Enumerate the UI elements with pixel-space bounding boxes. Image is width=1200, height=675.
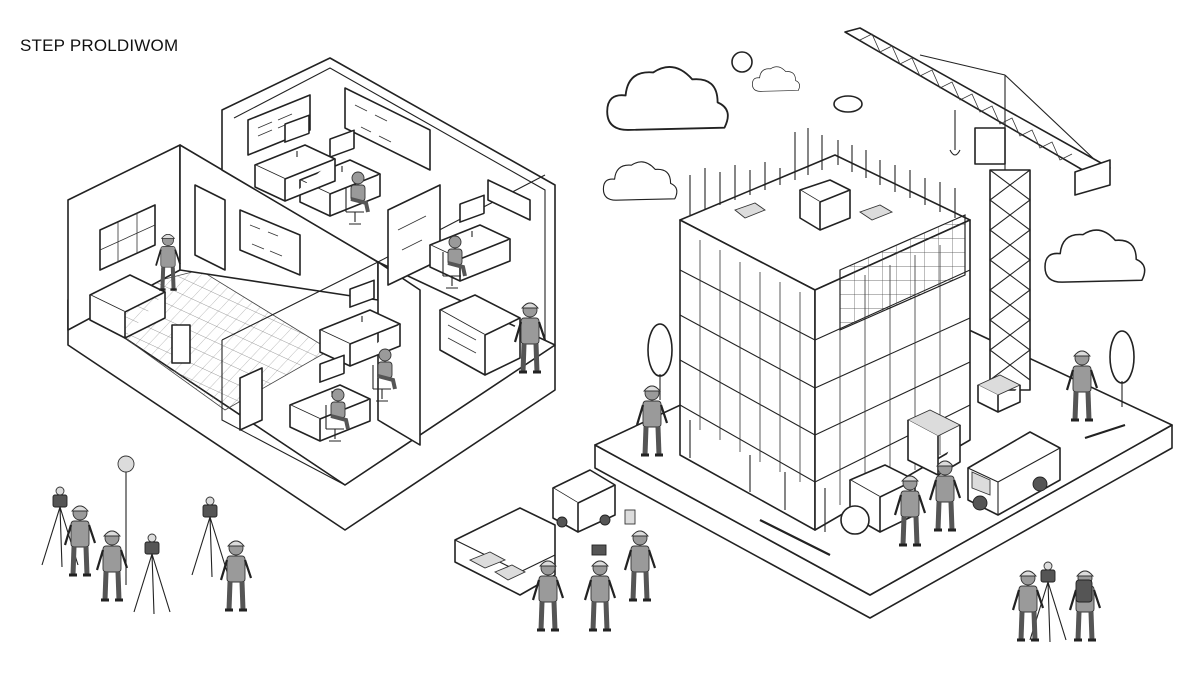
cloud-group — [602, 51, 1146, 283]
office-cutaway-illustration — [67, 57, 556, 531]
tree-icon — [1109, 330, 1135, 408]
tower-crane-icon — [844, 27, 1111, 413]
page-title: STEP PROLDIWOM — [20, 36, 179, 55]
survey-team-illustration — [41, 455, 251, 615]
cloud-icon — [606, 66, 729, 131]
cloud-icon — [1044, 229, 1146, 283]
construction-site-illustration — [594, 27, 1173, 619]
survey-pair-illustration — [1013, 561, 1100, 643]
van-icon — [967, 431, 1061, 516]
cloud-icon — [752, 66, 800, 92]
gps-antenna-icon — [117, 455, 135, 473]
site-inspection-illustration — [454, 469, 655, 630]
cloud-icon — [602, 161, 678, 201]
